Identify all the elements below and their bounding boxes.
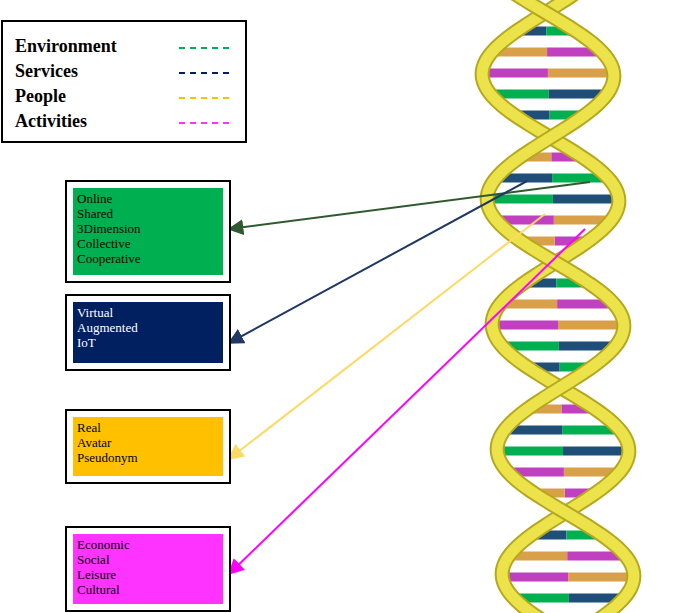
- legend-swatch: [179, 47, 229, 49]
- legend-swatch: [179, 122, 229, 124]
- base-pair: [558, 321, 624, 330]
- category-item: Social: [77, 552, 219, 567]
- category-item: Cooperative: [77, 251, 219, 266]
- category-item: Pseudonym: [77, 450, 219, 465]
- category-fill: OnlineShared3DimensionCollectiveCooperat…: [73, 188, 223, 275]
- category-box: RealAvatarPseudonym: [65, 409, 231, 484]
- legend-label: People: [15, 86, 66, 106]
- helix-strand: [487, 0, 634, 613]
- legend-box: EnvironmentServicesPeopleActivities: [1, 20, 247, 143]
- category-item: 3Dimension: [77, 221, 219, 236]
- legend-label: Activities: [15, 111, 87, 131]
- category-fill: EconomicSocialLeisureCultural: [73, 534, 223, 604]
- category-fill: VirtualAugmentedIoT: [73, 302, 223, 363]
- category-box: OnlineShared3DimensionCollectiveCooperat…: [65, 180, 231, 283]
- base-pair: [553, 195, 619, 204]
- category-item: Virtual: [77, 305, 219, 320]
- category-item: Avatar: [77, 435, 219, 450]
- category-item: Collective: [77, 236, 219, 251]
- category-box: VirtualAugmentedIoT: [65, 294, 231, 371]
- base-pair: [502, 573, 568, 582]
- legend-swatch: [179, 97, 229, 99]
- category-box: EconomicSocialLeisureCultural: [65, 526, 231, 612]
- category-fill: RealAvatarPseudonym: [73, 417, 223, 476]
- helix-strand: [487, 0, 634, 613]
- category-item: Cultural: [77, 582, 219, 597]
- category-item: Leisure: [77, 567, 219, 582]
- category-item: Economic: [77, 537, 219, 552]
- base-pair: [487, 195, 553, 204]
- base-pair: [548, 69, 614, 78]
- category-item: Real: [77, 420, 219, 435]
- category-item: Online: [77, 191, 219, 206]
- legend-label: Services: [15, 61, 78, 81]
- base-pair: [482, 69, 548, 78]
- legend-label: Environment: [15, 36, 117, 56]
- legend-swatch: [179, 72, 229, 74]
- base-pair: [492, 321, 558, 330]
- category-item: Shared: [77, 206, 219, 221]
- leader-arrow: [229, 229, 585, 574]
- base-pair: [497, 447, 563, 456]
- base-pair: [563, 447, 629, 456]
- category-item: Augmented: [77, 320, 219, 335]
- base-pair: [568, 573, 634, 582]
- category-item: IoT: [77, 335, 219, 350]
